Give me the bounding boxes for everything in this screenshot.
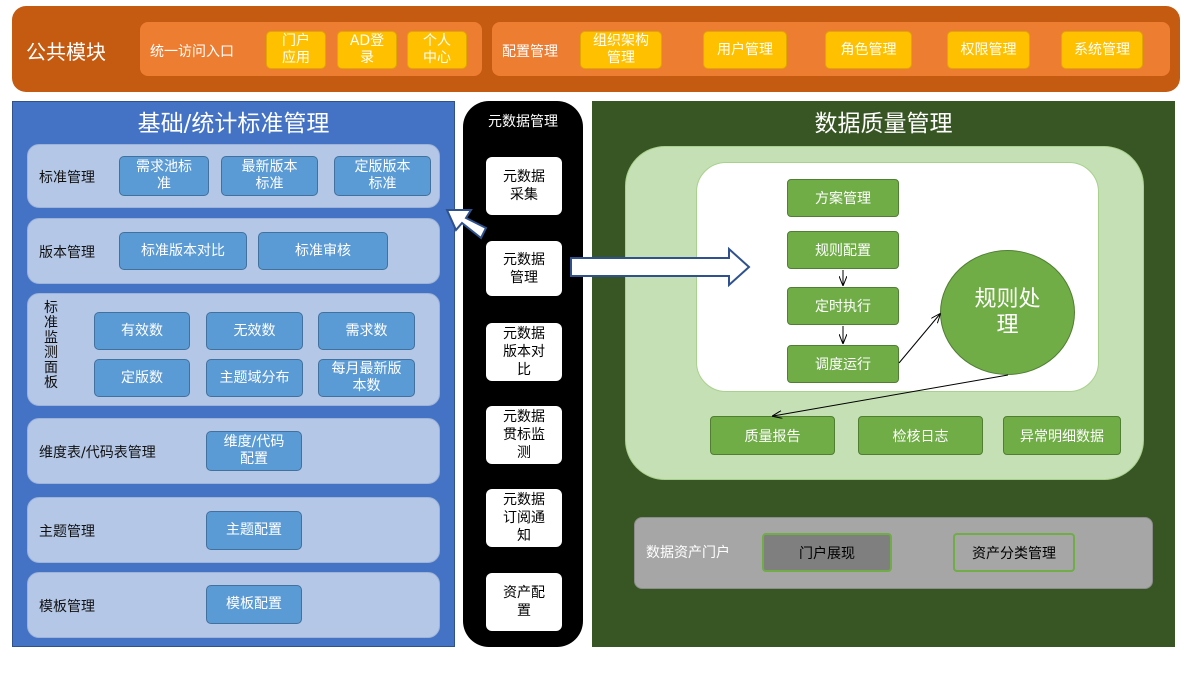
demand-count-button[interactable]: 需求数 <box>318 312 415 350</box>
unified-access-label: 统一访问入口 <box>150 44 234 60</box>
portal-display-button[interactable]: 门户展现 <box>762 533 892 572</box>
check-log-button[interactable]: 检核日志 <box>858 416 983 455</box>
monthly-latest-version-count-button[interactable]: 每月最新版 本数 <box>318 359 415 397</box>
dimension-code-table-row <box>27 418 440 484</box>
standard-review-button[interactable]: 标准审核 <box>258 232 388 270</box>
template-config-button[interactable]: 模板配置 <box>206 585 302 624</box>
dimension-code-config-button[interactable]: 维度/代码 配置 <box>206 431 302 471</box>
ad-login-button[interactable]: AD登 录 <box>337 31 397 69</box>
metadata-collection-box[interactable]: 元数据 采集 <box>486 157 562 215</box>
finalized-count-button[interactable]: 定版数 <box>94 359 190 397</box>
role-management-button[interactable]: 角色管理 <box>825 31 912 69</box>
portal-app-button[interactable]: 门户 应用 <box>266 31 326 69</box>
rule-config-button[interactable]: 规则配置 <box>787 231 899 269</box>
config-management-label: 配置管理 <box>502 44 558 60</box>
valid-count-button[interactable]: 有效数 <box>94 312 190 350</box>
data-asset-portal-label: 数据资产门户 <box>646 545 730 561</box>
standard-management-label: 标准管理 <box>39 170 95 186</box>
scheduled-execution-button[interactable]: 定时执行 <box>787 287 899 325</box>
dimension-code-table-label: 维度表/代码表管理 <box>39 445 156 461</box>
latest-version-standard-button[interactable]: 最新版本 标准 <box>221 156 318 196</box>
quality-report-button[interactable]: 质量报告 <box>710 416 835 455</box>
standards-title: 基础/统计标准管理 <box>137 111 330 137</box>
asset-config-box[interactable]: 资产配 置 <box>486 573 562 631</box>
subject-config-button[interactable]: 主题配置 <box>206 511 302 550</box>
public-module-title: 公共模块 <box>26 40 106 64</box>
org-structure-button[interactable]: 组织架构 管理 <box>580 31 662 69</box>
asset-classification-button[interactable]: 资产分类管理 <box>953 533 1075 572</box>
metadata-subscription-notice-box[interactable]: 元数据 订阅通 知 <box>486 489 562 547</box>
metadata-version-compare-box[interactable]: 元数据 版本对 比 <box>486 323 562 381</box>
permission-management-button[interactable]: 权限管理 <box>947 31 1030 69</box>
system-management-button[interactable]: 系统管理 <box>1061 31 1143 69</box>
personal-center-button[interactable]: 个人 中心 <box>407 31 467 69</box>
invalid-count-button[interactable]: 无效数 <box>206 312 303 350</box>
metadata-management-box[interactable]: 元数据 管理 <box>486 241 562 296</box>
plan-management-button[interactable]: 方案管理 <box>787 179 899 217</box>
exception-detail-data-button[interactable]: 异常明细数据 <box>1003 416 1121 455</box>
standard-version-compare-button[interactable]: 标准版本对比 <box>119 232 247 270</box>
data-quality-title: 数据质量管理 <box>814 111 953 137</box>
finalized-version-standard-button[interactable]: 定版版本 标准 <box>334 156 431 196</box>
rule-processing-circle[interactable]: 规则处 理 <box>940 250 1075 375</box>
user-management-button[interactable]: 用户管理 <box>703 31 787 69</box>
metadata-title: 元数据管理 <box>488 114 558 130</box>
subject-domain-distribution-button[interactable]: 主题域分布 <box>206 359 303 397</box>
demand-pool-standard-button[interactable]: 需求池标 准 <box>119 156 209 196</box>
version-management-label: 版本管理 <box>39 245 95 261</box>
template-management-label: 模板管理 <box>39 599 95 615</box>
subject-management-label: 主题管理 <box>39 524 95 540</box>
metadata-compliance-monitor-box[interactable]: 元数据 贯标监 测 <box>486 406 562 464</box>
monitoring-board-label: 标 准 监 测 面 板 <box>44 300 58 391</box>
dispatch-run-button[interactable]: 调度运行 <box>787 345 899 383</box>
